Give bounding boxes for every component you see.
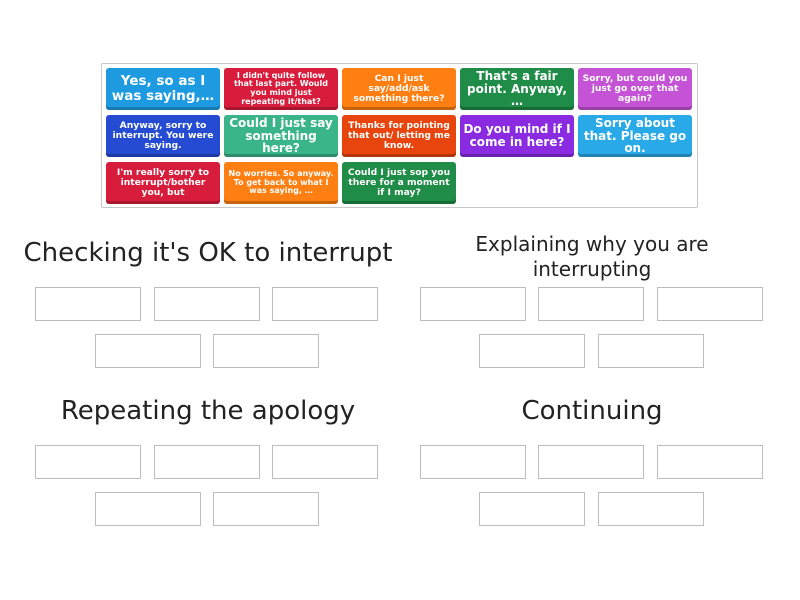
drop-slot[interactable] bbox=[598, 492, 704, 526]
drop-slot[interactable] bbox=[420, 287, 526, 321]
drop-slot[interactable] bbox=[538, 445, 644, 479]
group-title-repeating: Repeating the apology bbox=[60, 396, 356, 426]
tile-do-you-mind[interactable]: Do you mind if I come in here? bbox=[460, 115, 574, 157]
tile-label: That's a fair point. Anyway, … bbox=[467, 68, 567, 109]
tile-fair-point[interactable]: That's a fair point. Anyway, … bbox=[460, 68, 574, 110]
drop-slot[interactable] bbox=[213, 334, 319, 368]
tile-label: Anyway, sorry to interrupt. You were say… bbox=[112, 120, 214, 151]
tile-sorry-to-interrupt[interactable]: Anyway, sorry to interrupt. You were say… bbox=[106, 115, 220, 157]
drop-slot[interactable] bbox=[657, 287, 763, 321]
tile-could-i-say-something[interactable]: Could I just say something here? bbox=[224, 115, 338, 157]
tile-thanks-for-pointing[interactable]: Thanks for pointing that out/ letting me… bbox=[342, 115, 456, 157]
drop-slot[interactable] bbox=[95, 492, 201, 526]
tile-label: Sorry about that. Please go on. bbox=[583, 115, 687, 156]
tile-label: I'm really sorry to interrupt/bother you… bbox=[116, 167, 210, 198]
drop-slot[interactable] bbox=[657, 445, 763, 479]
tile-tray: Yes, so as I was saying,… I didn't quite… bbox=[101, 63, 698, 208]
tile-can-i-just-say[interactable]: Can I just say/add/ask something there? bbox=[342, 68, 456, 110]
tile-sorry-go-on[interactable]: Sorry about that. Please go on. bbox=[578, 115, 692, 157]
tile-really-sorry[interactable]: I'm really sorry to interrupt/bother you… bbox=[106, 162, 220, 204]
drop-slot[interactable] bbox=[35, 287, 141, 321]
tile-label: Can I just say/add/ask something there? bbox=[353, 73, 445, 104]
tile-label: Could I just sop you there for a moment … bbox=[347, 167, 451, 198]
tile-label: Thanks for pointing that out/ letting me… bbox=[348, 120, 450, 151]
drop-slot[interactable] bbox=[272, 287, 378, 321]
drop-slot[interactable] bbox=[95, 334, 201, 368]
tile-go-over-again[interactable]: Sorry, but could you just go over that a… bbox=[578, 68, 692, 110]
drop-slot[interactable] bbox=[35, 445, 141, 479]
drop-slot[interactable] bbox=[154, 287, 260, 321]
drop-slot[interactable] bbox=[538, 287, 644, 321]
tile-label: I didn't quite follow that last part. Wo… bbox=[234, 70, 328, 106]
drop-slot[interactable] bbox=[213, 492, 319, 526]
tile-label: Do you mind if I come in here? bbox=[463, 122, 571, 149]
tile-stop-you-there[interactable]: Could I just sop you there for a moment … bbox=[342, 162, 456, 204]
drop-slot[interactable] bbox=[479, 492, 585, 526]
tile-yes-as-i-was-saying[interactable]: Yes, so as I was saying,… bbox=[106, 68, 220, 110]
group-title-explaining: Explaining why you are interrupting bbox=[475, 232, 709, 281]
drop-slot[interactable] bbox=[479, 334, 585, 368]
tile-label: Sorry, but could you just go over that a… bbox=[582, 73, 688, 104]
drop-slot[interactable] bbox=[272, 445, 378, 479]
tile-didnt-follow[interactable]: I didn't quite follow that last part. Wo… bbox=[224, 68, 338, 110]
tile-no-worries[interactable]: No worries. So anyway. To get back to wh… bbox=[224, 162, 338, 204]
tile-label: Could I just say something here? bbox=[229, 115, 333, 156]
drop-slot[interactable] bbox=[154, 445, 260, 479]
tile-label: Yes, so as I was saying,… bbox=[111, 73, 215, 104]
group-title-checking: Checking it's OK to interrupt bbox=[23, 238, 393, 268]
drop-slot[interactable] bbox=[598, 334, 704, 368]
drop-slot[interactable] bbox=[420, 445, 526, 479]
group-title-continuing: Continuing bbox=[521, 396, 663, 426]
tile-label: No worries. So anyway. To get back to wh… bbox=[228, 169, 334, 196]
